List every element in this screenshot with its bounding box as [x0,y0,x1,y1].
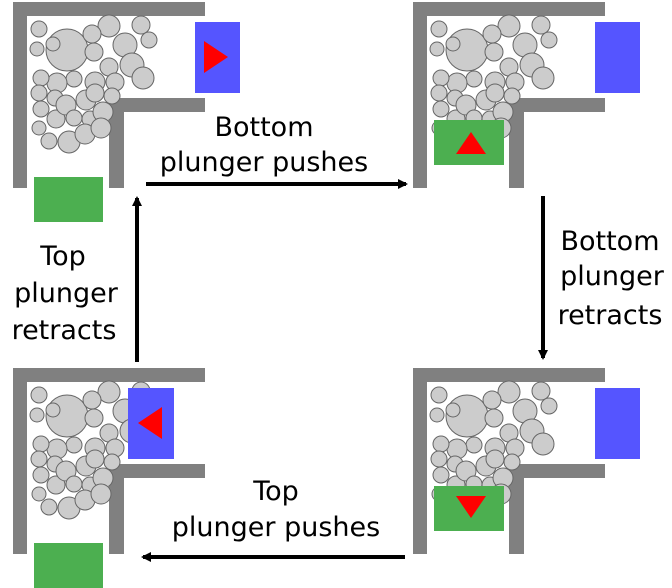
ball [432,435,450,453]
ball [430,450,448,468]
ball [40,132,58,150]
ball [55,94,77,116]
ball [131,66,155,90]
ball [46,109,66,129]
ball [503,87,521,105]
ball [85,83,105,103]
ball [32,466,50,484]
ball [31,120,47,136]
ball [30,84,48,102]
ball [103,453,121,471]
ball [485,83,505,103]
ball [540,397,558,415]
ball [30,386,48,404]
top-plunger [595,388,640,459]
ball [90,483,112,505]
ball [430,386,448,404]
hopper-inner-wall [509,98,605,188]
ball [484,42,504,62]
ball [45,402,61,418]
ball [455,94,477,116]
label-bottom-retracts-line2: plunger [560,261,665,292]
ball [429,41,445,57]
label-top-pushes-line1: Top [252,476,299,507]
ball [482,24,502,44]
ball [65,436,83,454]
ball [97,380,121,404]
bottom-plunger [34,177,103,222]
ball [531,432,555,456]
ball [45,36,61,52]
ball [430,20,448,38]
bottom-plunger [34,543,103,588]
ball [540,31,558,49]
ball [29,407,45,423]
panel-top-left [13,2,240,222]
ball [430,84,448,102]
direction-marker-down [456,496,486,518]
direction-marker-up [456,132,486,154]
ball [31,486,47,502]
label-bottom-pushes-line2: plunger pushes [160,147,368,178]
top-plunger [595,22,640,93]
panel-top-right [413,2,640,188]
hopper-inner-wall [109,98,205,188]
ball [82,390,102,410]
ball [84,42,104,62]
ball [30,20,48,38]
ball [445,36,461,52]
label-bottom-pushes-line1: Bottom [214,112,313,143]
ball [465,436,483,454]
ball [29,41,45,57]
direction-marker-right [204,41,228,73]
ball [531,15,551,35]
ball [32,100,50,118]
panel-bottom-right [413,368,640,554]
ball [85,449,105,469]
ball [65,109,83,127]
label-top-retracts-line1: Top [39,241,86,272]
ball [65,70,83,88]
ball [482,390,502,410]
ball [432,466,450,484]
label-bottom-retracts-line3: retracts [558,300,663,331]
direction-marker-left [138,407,162,439]
ball [531,66,555,90]
label-top-retracts-line3: retracts [12,315,117,346]
ball [465,70,483,88]
ball [432,100,450,118]
ball [90,117,112,139]
ball [84,408,104,428]
ball [484,408,504,428]
ball [82,24,102,44]
ball [40,498,58,516]
ball [30,450,48,468]
ball [503,453,521,471]
ball [497,14,521,38]
ball [32,69,50,87]
hopper-inner-wall [509,464,605,554]
ball [32,435,50,453]
ball [429,407,445,423]
ball [103,87,121,105]
ball [140,31,158,49]
label-top-pushes-line2: plunger pushes [172,512,380,543]
ball [65,475,83,493]
ball [432,69,450,87]
ball [531,381,551,401]
panel-bottom-left [13,368,205,588]
ball [445,402,461,418]
ball [55,460,77,482]
hopper-inner-wall [109,464,205,554]
ball [455,460,477,482]
ball [485,449,505,469]
ball [97,14,121,38]
label-top-retracts-line2: plunger [14,278,119,309]
ball [46,475,66,495]
label-bottom-retracts-line1: Bottom [560,226,659,257]
ball [131,15,151,35]
ball [497,380,521,404]
